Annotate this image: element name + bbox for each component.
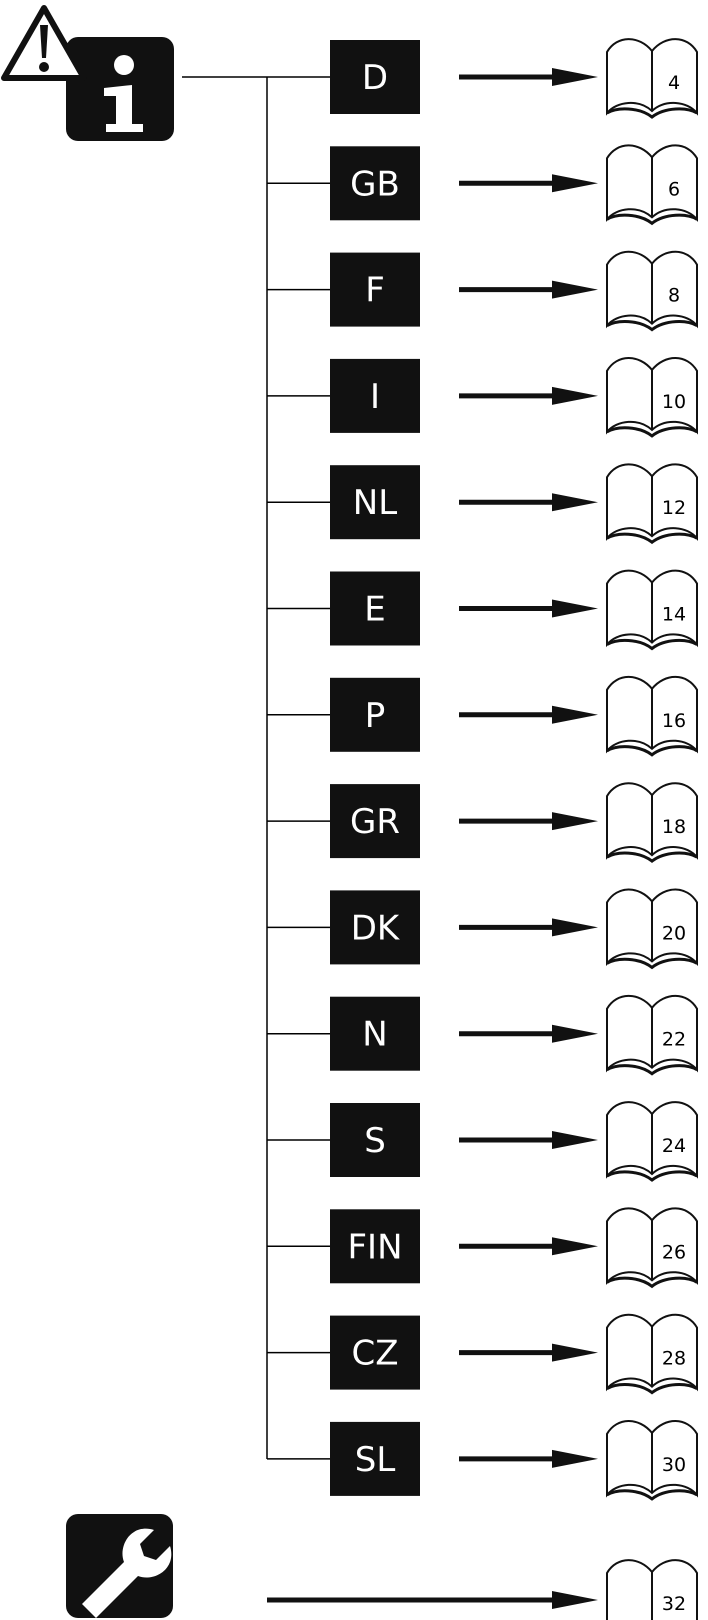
book-icon: 4 bbox=[606, 38, 698, 119]
language-box[interactable]: N bbox=[330, 996, 420, 1071]
book-icon: 16 bbox=[606, 675, 698, 757]
language-row: SL 30 bbox=[267, 1420, 698, 1501]
page-number: 16 bbox=[662, 710, 686, 732]
language-row: I 10 bbox=[267, 357, 698, 438]
page-number: 10 bbox=[662, 391, 686, 413]
language-box[interactable]: I bbox=[330, 358, 420, 433]
page-number: 8 bbox=[668, 285, 680, 307]
language-box[interactable]: P bbox=[330, 677, 420, 752]
arrow bbox=[459, 68, 598, 86]
page-number: 18 bbox=[662, 816, 686, 838]
language-code: P bbox=[365, 696, 386, 736]
language-box[interactable]: GR bbox=[330, 784, 420, 859]
page-number: 20 bbox=[662, 922, 686, 944]
book-icon: 26 bbox=[606, 1207, 698, 1289]
book-icon: 20 bbox=[606, 888, 698, 970]
arrow bbox=[459, 280, 598, 299]
language-row: FIN 26 bbox=[267, 1207, 698, 1289]
language-row: P 16 bbox=[267, 675, 698, 757]
arrow bbox=[459, 705, 598, 724]
language-row: N 22 bbox=[267, 994, 698, 1076]
language-row: S 24 bbox=[267, 1101, 698, 1182]
language-code: FIN bbox=[347, 1227, 402, 1267]
language-row: DK 20 bbox=[267, 888, 698, 970]
page-number: 28 bbox=[662, 1348, 686, 1370]
language-box[interactable]: NL bbox=[330, 465, 420, 540]
arrow bbox=[459, 1237, 598, 1256]
book-icon: 10 bbox=[606, 357, 698, 438]
arrow bbox=[459, 918, 598, 937]
language-row: NL 12 bbox=[267, 463, 698, 545]
language-row: E 14 bbox=[267, 569, 698, 651]
book-icon: 18 bbox=[606, 782, 698, 863]
language-box[interactable]: D bbox=[330, 40, 420, 114]
service-arrow bbox=[267, 1591, 598, 1609]
language-box[interactable]: FIN bbox=[330, 1209, 420, 1284]
arrow bbox=[459, 1024, 598, 1043]
language-box[interactable]: GB bbox=[330, 146, 420, 221]
arrow bbox=[459, 1343, 598, 1362]
page-number: 32 bbox=[662, 1593, 686, 1615]
page-number: 14 bbox=[662, 604, 686, 626]
language-box[interactable]: F bbox=[330, 252, 420, 327]
arrow bbox=[459, 812, 598, 831]
language-box[interactable]: DK bbox=[330, 890, 420, 965]
arrow bbox=[459, 1131, 598, 1149]
language-code: GB bbox=[350, 164, 400, 204]
language-box[interactable]: S bbox=[330, 1103, 420, 1177]
book-icon: 30 bbox=[606, 1420, 698, 1501]
wrench-icon bbox=[66, 1514, 173, 1618]
page-number: 26 bbox=[662, 1241, 686, 1263]
arrow bbox=[459, 493, 598, 512]
language-code: F bbox=[365, 271, 385, 311]
language-code: E bbox=[364, 590, 385, 630]
language-row: GR 18 bbox=[267, 782, 698, 863]
page-number: 30 bbox=[662, 1454, 686, 1476]
service-book-icon: 32 bbox=[606, 1559, 698, 1620]
language-row: GB 6 bbox=[267, 144, 698, 226]
book-icon: 22 bbox=[606, 994, 698, 1076]
book-icon: 8 bbox=[606, 250, 698, 332]
language-row: CZ 28 bbox=[267, 1313, 698, 1395]
book-icon: 6 bbox=[606, 144, 698, 226]
language-box[interactable]: SL bbox=[330, 1421, 420, 1496]
language-code: S bbox=[364, 1121, 386, 1161]
book-icon: 24 bbox=[606, 1101, 698, 1182]
language-code: NL bbox=[353, 483, 397, 523]
language-code: DK bbox=[351, 908, 401, 948]
language-box[interactable]: CZ bbox=[330, 1315, 420, 1390]
page-number: 6 bbox=[668, 178, 680, 200]
language-code: CZ bbox=[351, 1334, 398, 1374]
warning-triangle-icon bbox=[1, 5, 87, 81]
language-box[interactable]: E bbox=[330, 571, 420, 646]
page-number: 24 bbox=[662, 1135, 686, 1157]
arrow bbox=[459, 1449, 598, 1468]
info-icon bbox=[66, 37, 174, 141]
language-code: GR bbox=[350, 802, 400, 842]
book-icon: 14 bbox=[606, 569, 698, 651]
page-number: 12 bbox=[662, 497, 686, 519]
book-icon: 12 bbox=[606, 463, 698, 545]
book-icon: 28 bbox=[606, 1313, 698, 1395]
arrow bbox=[459, 386, 598, 405]
language-code: N bbox=[362, 1015, 387, 1055]
page-number: 22 bbox=[662, 1029, 686, 1051]
language-code: D bbox=[362, 58, 388, 98]
arrow bbox=[459, 174, 598, 193]
arrow bbox=[459, 599, 598, 618]
book-icon: 32 bbox=[606, 1559, 698, 1620]
language-code: SL bbox=[355, 1440, 396, 1480]
language-code: I bbox=[370, 377, 380, 417]
page-number: 4 bbox=[668, 72, 680, 94]
